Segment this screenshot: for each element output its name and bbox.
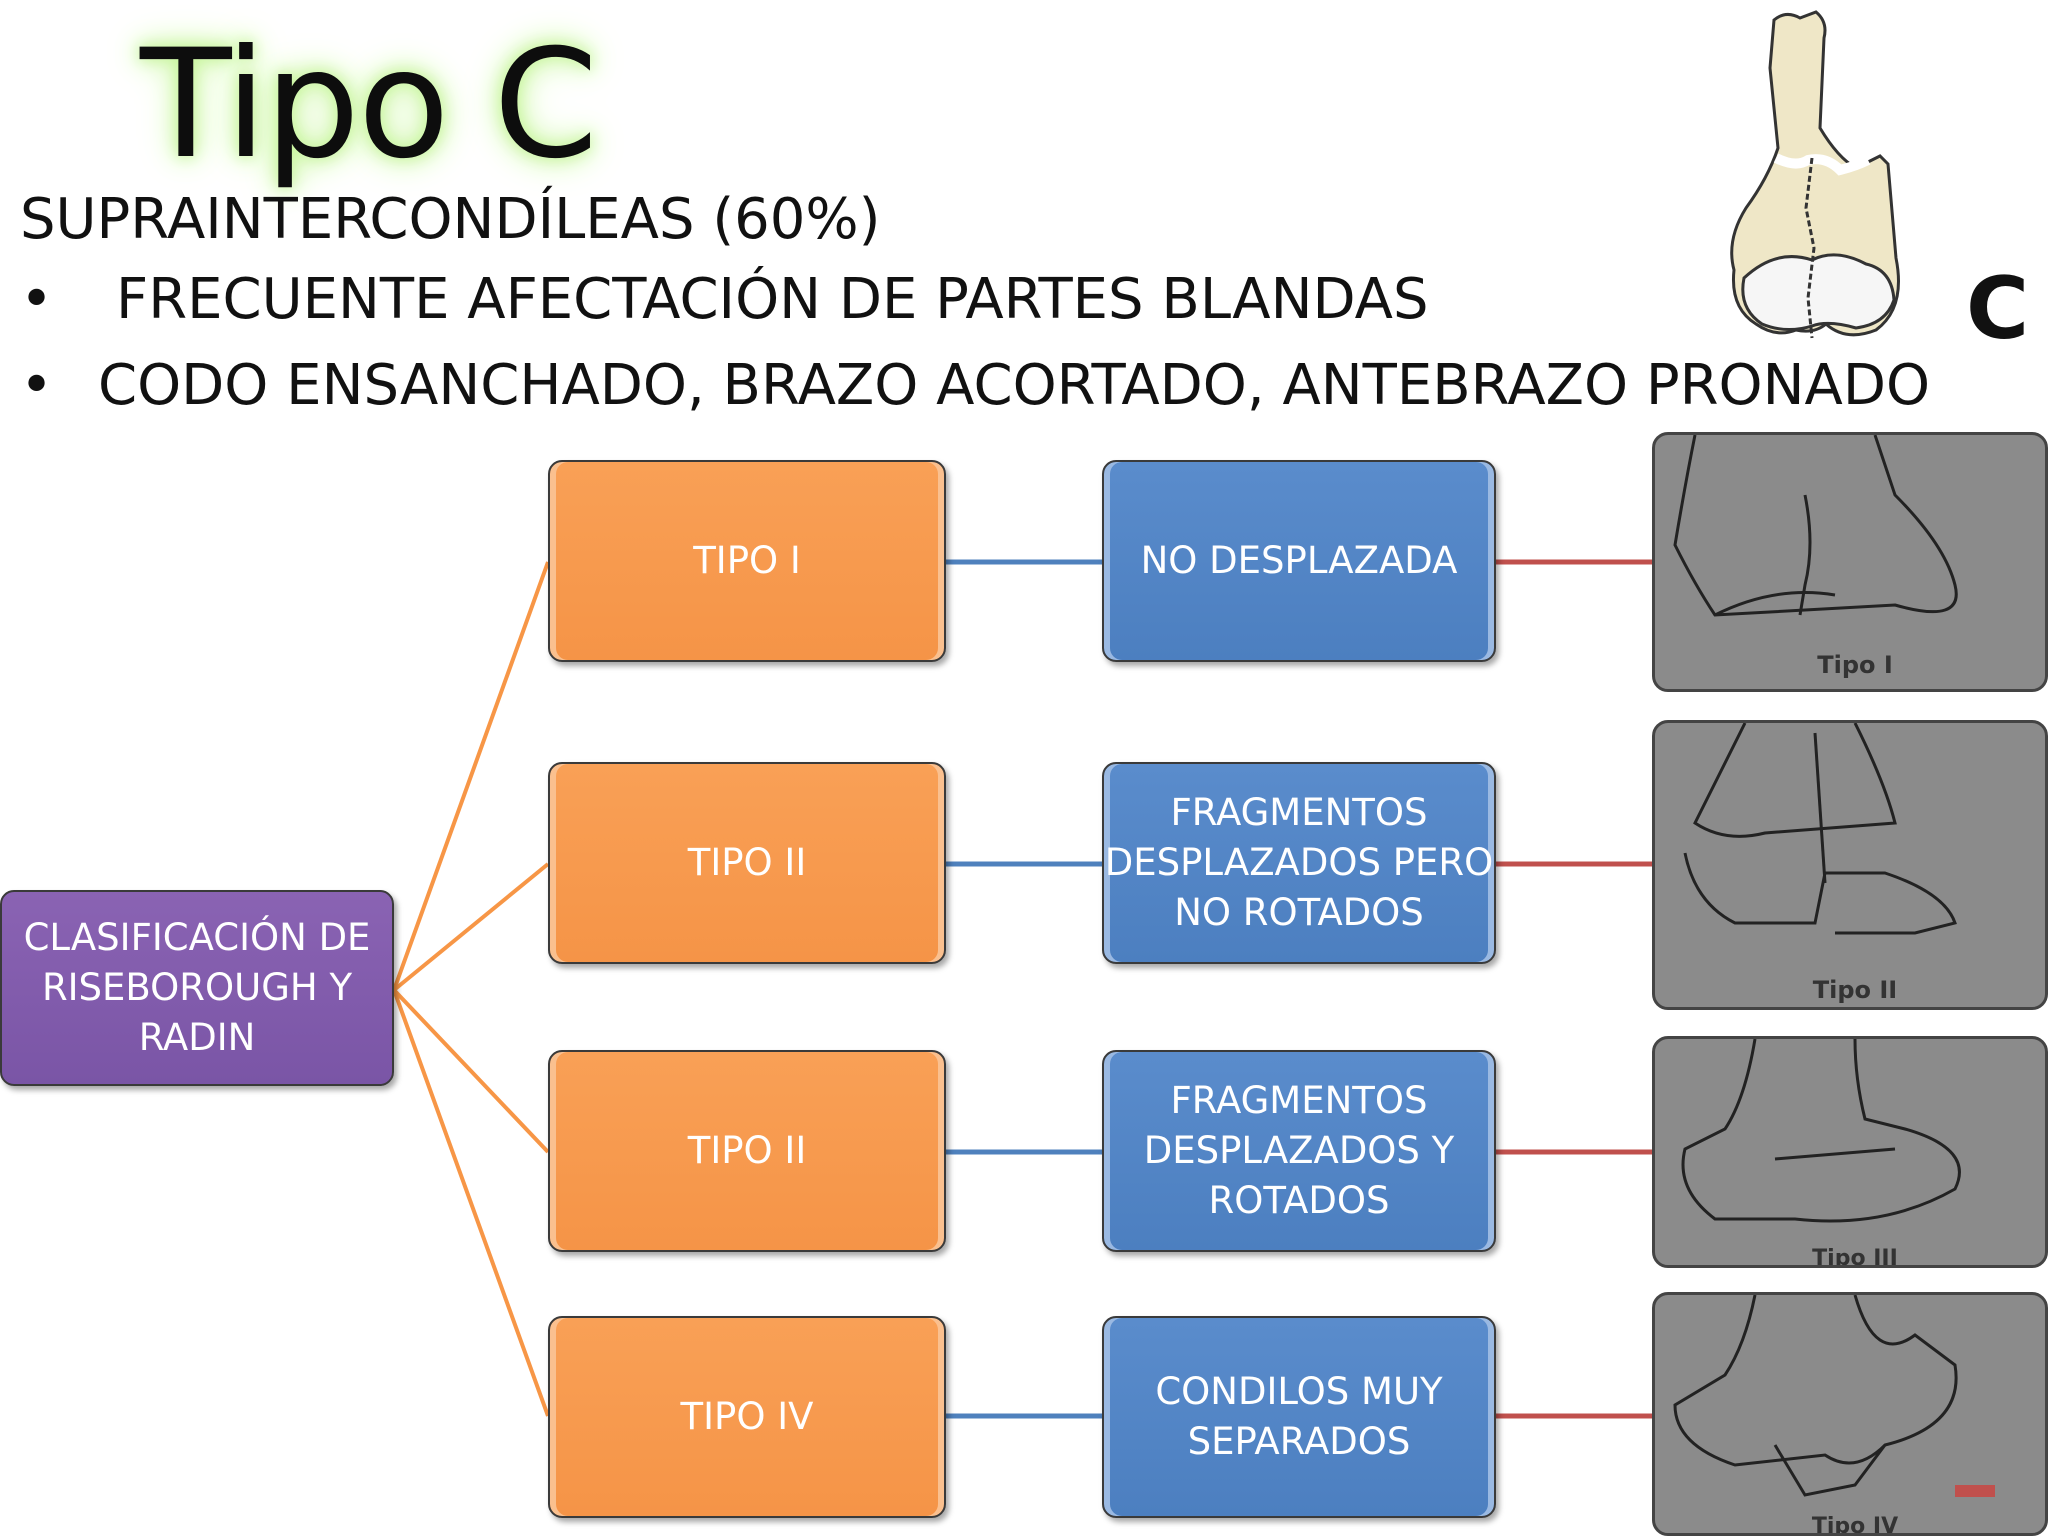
orange-connector: [392, 988, 550, 1154]
orange-connector: [392, 989, 550, 1417]
type-node: TIPO II: [548, 762, 946, 964]
bullet-mark: •: [20, 353, 54, 418]
bullet-item: • FRECUENTE AFECTACIÓN DE PARTES BLANDAS: [20, 272, 1930, 328]
type-node-label: TIPO II: [687, 1129, 807, 1172]
bullet-text: CODO ENSANCHADO, BRAZO ACORTADO, ANTEBRA…: [98, 353, 1931, 418]
sketch-caption: Tipo II: [1813, 976, 1897, 1004]
description-node: CONDILOS MUY SEPARADOS: [1102, 1316, 1496, 1518]
sketch-caption: Tipo I: [1817, 651, 1893, 679]
description-node: FRAGMENTOS DESPLAZADOS PERO NO ROTADOS: [1102, 762, 1496, 964]
description-node: FRAGMENTOS DESPLAZADOS Y ROTADOS: [1102, 1050, 1496, 1252]
bullet-mark: •: [20, 267, 54, 332]
description-node: NO DESPLAZADA: [1102, 460, 1496, 662]
root-node: CLASIFICACIÓN DE RISEBOROUGH Y RADIN: [0, 890, 394, 1086]
type-node: TIPO II: [548, 1050, 946, 1252]
fracture-sketch: Tipo IV: [1652, 1292, 2048, 1536]
fracture-sketch: Tipo III: [1652, 1036, 2048, 1268]
bullet-item: • CODO ENSANCHADO, BRAZO ACORTADO, ANTEB…: [20, 358, 1930, 414]
type-node-label: TIPO I: [693, 539, 801, 582]
type-node: TIPO I: [548, 460, 946, 662]
description-node-label: CONDILOS MUY SEPARADOS: [1155, 1370, 1443, 1463]
bullet-list: • FRECUENTE AFECTACIÓN DE PARTES BLANDAS…: [20, 272, 1930, 444]
type-node-label: TIPO II: [687, 841, 807, 884]
bone-illustration: C: [1730, 10, 2029, 348]
slide-subtitle: SUPRAINTERCONDÍLEAS (60%): [20, 187, 881, 252]
root-node-label: CLASIFICACIÓN DE RISEBOROUGH Y RADIN: [23, 916, 371, 1059]
type-node: TIPO IV: [548, 1316, 946, 1518]
orange-connector: [392, 862, 550, 992]
description-node-label: FRAGMENTOS DESPLAZADOS Y ROTADOS: [1143, 1079, 1455, 1222]
slide-title: Tipo C: [140, 18, 598, 192]
description-node-label: NO DESPLAZADA: [1140, 539, 1458, 582]
type-node-label: TIPO IV: [680, 1395, 814, 1438]
description-node-label: FRAGMENTOS DESPLAZADOS PERO NO ROTADOS: [1104, 791, 1494, 934]
fracture-sketch: Tipo II: [1652, 720, 2048, 1010]
orange-connector: [392, 561, 550, 991]
bone-label: C: [1966, 259, 2029, 348]
sketch-caption: Tipo IV: [1812, 1514, 1898, 1536]
fracture-sketch: Tipo I: [1652, 432, 2048, 692]
bullet-text: FRECUENTE AFECTACIÓN DE PARTES BLANDAS: [116, 267, 1429, 332]
sketch-caption: Tipo III: [1812, 1246, 1898, 1268]
